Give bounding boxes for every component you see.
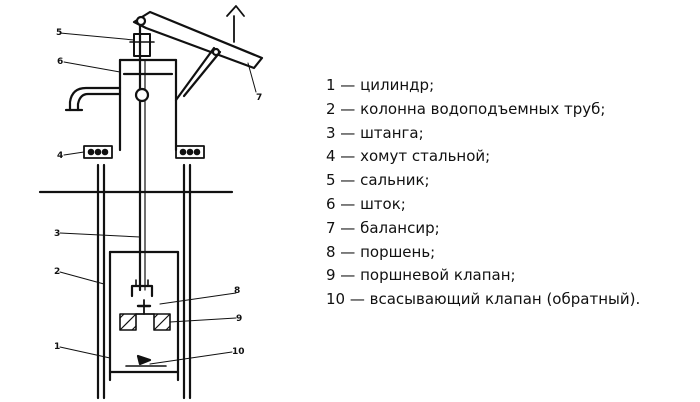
leader-6 [63,61,121,73]
callout-10: 10 [232,347,245,357]
callout-7: 7 [256,93,262,103]
callout-5: 5 [56,28,62,38]
gland [133,33,151,57]
callout-9: 9 [236,314,242,324]
callout-1: 1 [54,342,60,352]
legend-item-3: 3 — штанга; [326,123,424,142]
balancer-handle [132,10,264,70]
spout [68,86,122,112]
leader-10 [149,351,233,365]
motion-arrow [226,5,245,43]
leader-5 [59,32,135,41]
legend: 1 — цилиндр; 2 — колонна водоподъемных т… [326,74,698,312]
leader-9 [169,317,237,323]
leader-2 [59,271,105,285]
handle-brace [174,46,222,102]
leader-7 [247,62,257,93]
legend-item-2: 2 — колонна водоподъемных труб; [326,99,606,118]
legend-item-9: 9 — поршневой клапан; [326,266,516,285]
brace-pin [211,47,221,57]
stem-joint [134,87,150,103]
steel-clamp [83,145,205,159]
leader-1 [59,346,111,359]
legend-item-6: 6 — шток; [326,194,406,213]
callout-6: 6 [57,57,63,67]
leader-3 [59,232,141,238]
legend-item-10: 10 — всасывающий клапан (обратный). [326,290,641,309]
leader-4 [63,151,85,156]
leader-8 [159,292,237,305]
legend-item-4: 4 — хомут стальной; [326,147,491,166]
callout-2: 2 [54,267,60,277]
callout-4: 4 [57,151,63,161]
pivot-pin [135,15,147,27]
suction-valve [125,354,167,367]
legend-item-1: 1 — цилиндр; [326,76,435,94]
callout-8: 8 [234,286,240,296]
legend-item-5: 5 — сальник; [326,171,430,190]
legend-item-7: 7 — балансир; [326,218,440,237]
callout-3: 3 [54,229,60,239]
pump-diagram: 5 6 4 3 2 1 7 8 9 10 [38,5,264,400]
legend-item-8: 8 — поршень; [326,242,436,261]
